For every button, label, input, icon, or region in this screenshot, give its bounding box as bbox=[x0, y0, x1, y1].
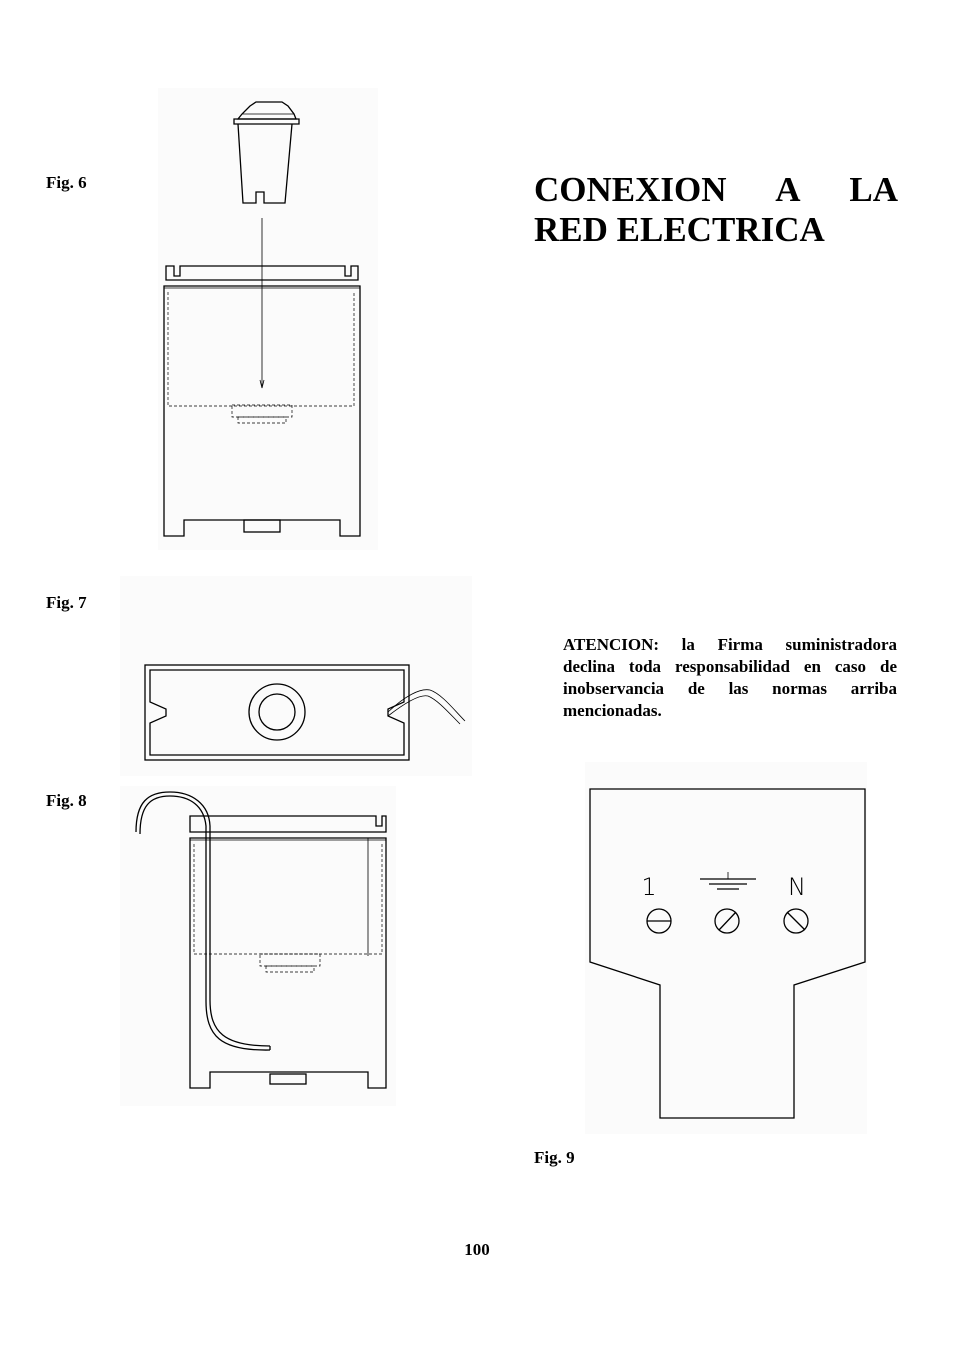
page-title: CONEXION A LA RED ELECTRICA bbox=[534, 170, 898, 250]
terminal-label-n: N bbox=[788, 873, 806, 901]
ground-icon bbox=[700, 872, 756, 890]
page-number: 100 bbox=[464, 1240, 490, 1259]
fig8-drawing bbox=[120, 786, 396, 1106]
fig6-drawing bbox=[158, 88, 378, 550]
title-line-2: RED ELECTRICA bbox=[534, 210, 825, 249]
fig6-label: Fig. 6 bbox=[46, 173, 87, 192]
screw-icon bbox=[783, 908, 809, 934]
title-line-1: CONEXION A LA bbox=[534, 170, 898, 209]
fig7-label: Fig. 7 bbox=[46, 593, 87, 612]
fig8-label: Fig. 8 bbox=[46, 791, 87, 810]
fig9-terminal-block: 1 N bbox=[585, 762, 867, 1134]
terminal-label-1: 1 bbox=[641, 873, 656, 901]
warning-notice: ATENCION: la Firma suministradora declin… bbox=[563, 635, 897, 720]
fig9-label: Fig. 9 bbox=[534, 1148, 575, 1167]
screw-icon bbox=[714, 908, 740, 934]
fig7-drawing bbox=[120, 576, 472, 776]
screw-icon bbox=[646, 908, 672, 934]
